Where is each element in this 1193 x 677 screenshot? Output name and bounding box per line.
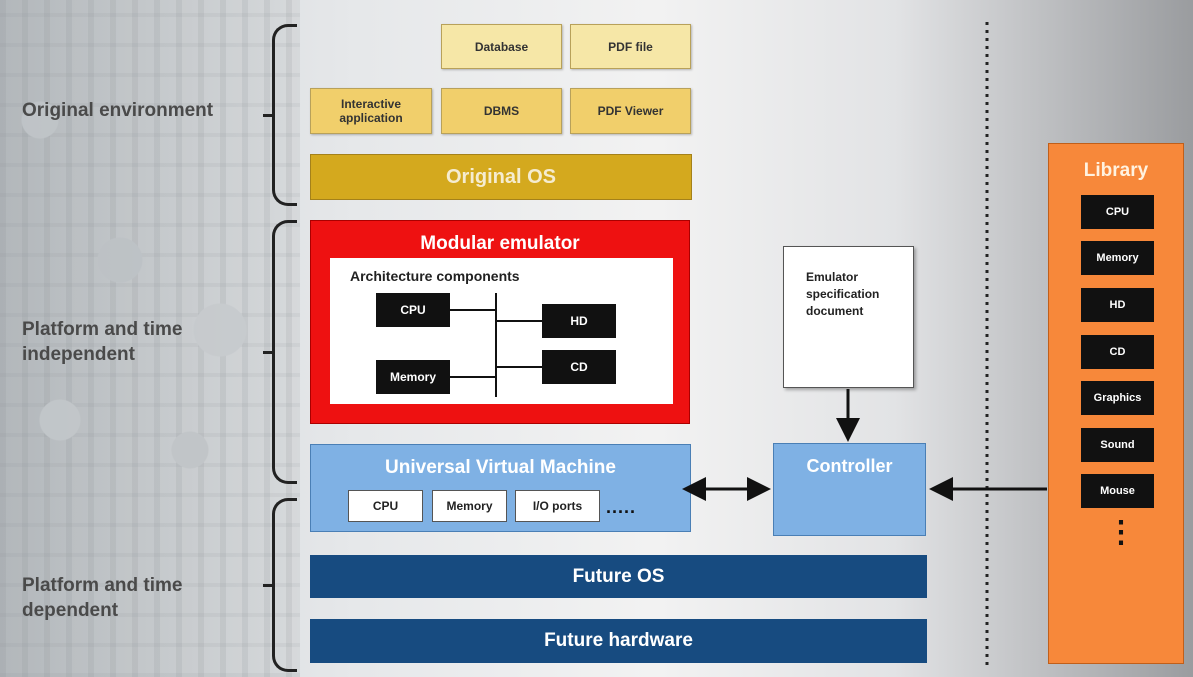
label-platform-independent: Platform and time independent	[22, 319, 183, 365]
library-item-graphics: Graphics	[1081, 381, 1154, 415]
arch-cpu-block: CPU	[376, 293, 450, 327]
library-item-sound: Sound	[1081, 428, 1154, 462]
brace-original	[263, 24, 297, 206]
label-platform-dependent: Platform and time dependent	[22, 575, 183, 621]
library-item-cpu: CPU	[1081, 195, 1154, 229]
brace-independent	[263, 220, 297, 484]
circuit-background	[0, 0, 300, 677]
controller-box: Controller	[773, 443, 926, 536]
future-hardware-bar: Future hardware	[310, 619, 927, 663]
library-item-cd: CD	[1081, 335, 1154, 369]
pdf-file-box: PDF file	[570, 24, 691, 69]
dbms-box: DBMS	[441, 88, 562, 134]
uvm-memory-box: Memory	[432, 490, 507, 522]
brace-dependent	[263, 498, 297, 672]
architecture-bus-lines	[450, 293, 542, 397]
uvm-title: Universal Virtual Machine	[385, 457, 616, 478]
future-os-bar: Future OS	[310, 555, 927, 598]
arch-memory-block: Memory	[376, 360, 450, 394]
library-item-hd: HD	[1081, 288, 1154, 322]
library-title: Library	[1083, 160, 1149, 181]
library-item-memory: Memory	[1081, 241, 1154, 275]
label-original-environment: Original environment	[22, 100, 214, 121]
emulator-specification-document: Emulator specification document	[783, 246, 914, 388]
uvm-io-ports-box: I/O ports	[515, 490, 600, 522]
arch-cd-block: CD	[542, 350, 616, 384]
uvm-cpu-box: CPU	[348, 490, 423, 522]
library-item-mouse: Mouse	[1081, 474, 1154, 508]
modular-emulator-title: Modular emulator	[420, 233, 580, 254]
architecture-components-title: Architecture components	[350, 268, 520, 284]
pdf-viewer-box: PDF Viewer	[570, 88, 691, 134]
uvm-more-dots: .....	[606, 497, 637, 517]
spec-document-text: Emulator specification document	[806, 270, 880, 318]
arch-hd-block: HD	[542, 304, 616, 338]
database-box: Database	[441, 24, 562, 69]
original-os-bar: Original OS	[310, 154, 692, 200]
document-fold-icon	[784, 247, 800, 263]
interactive-application-box: Interactive application	[310, 88, 432, 134]
library-panel: Library	[1048, 143, 1184, 664]
